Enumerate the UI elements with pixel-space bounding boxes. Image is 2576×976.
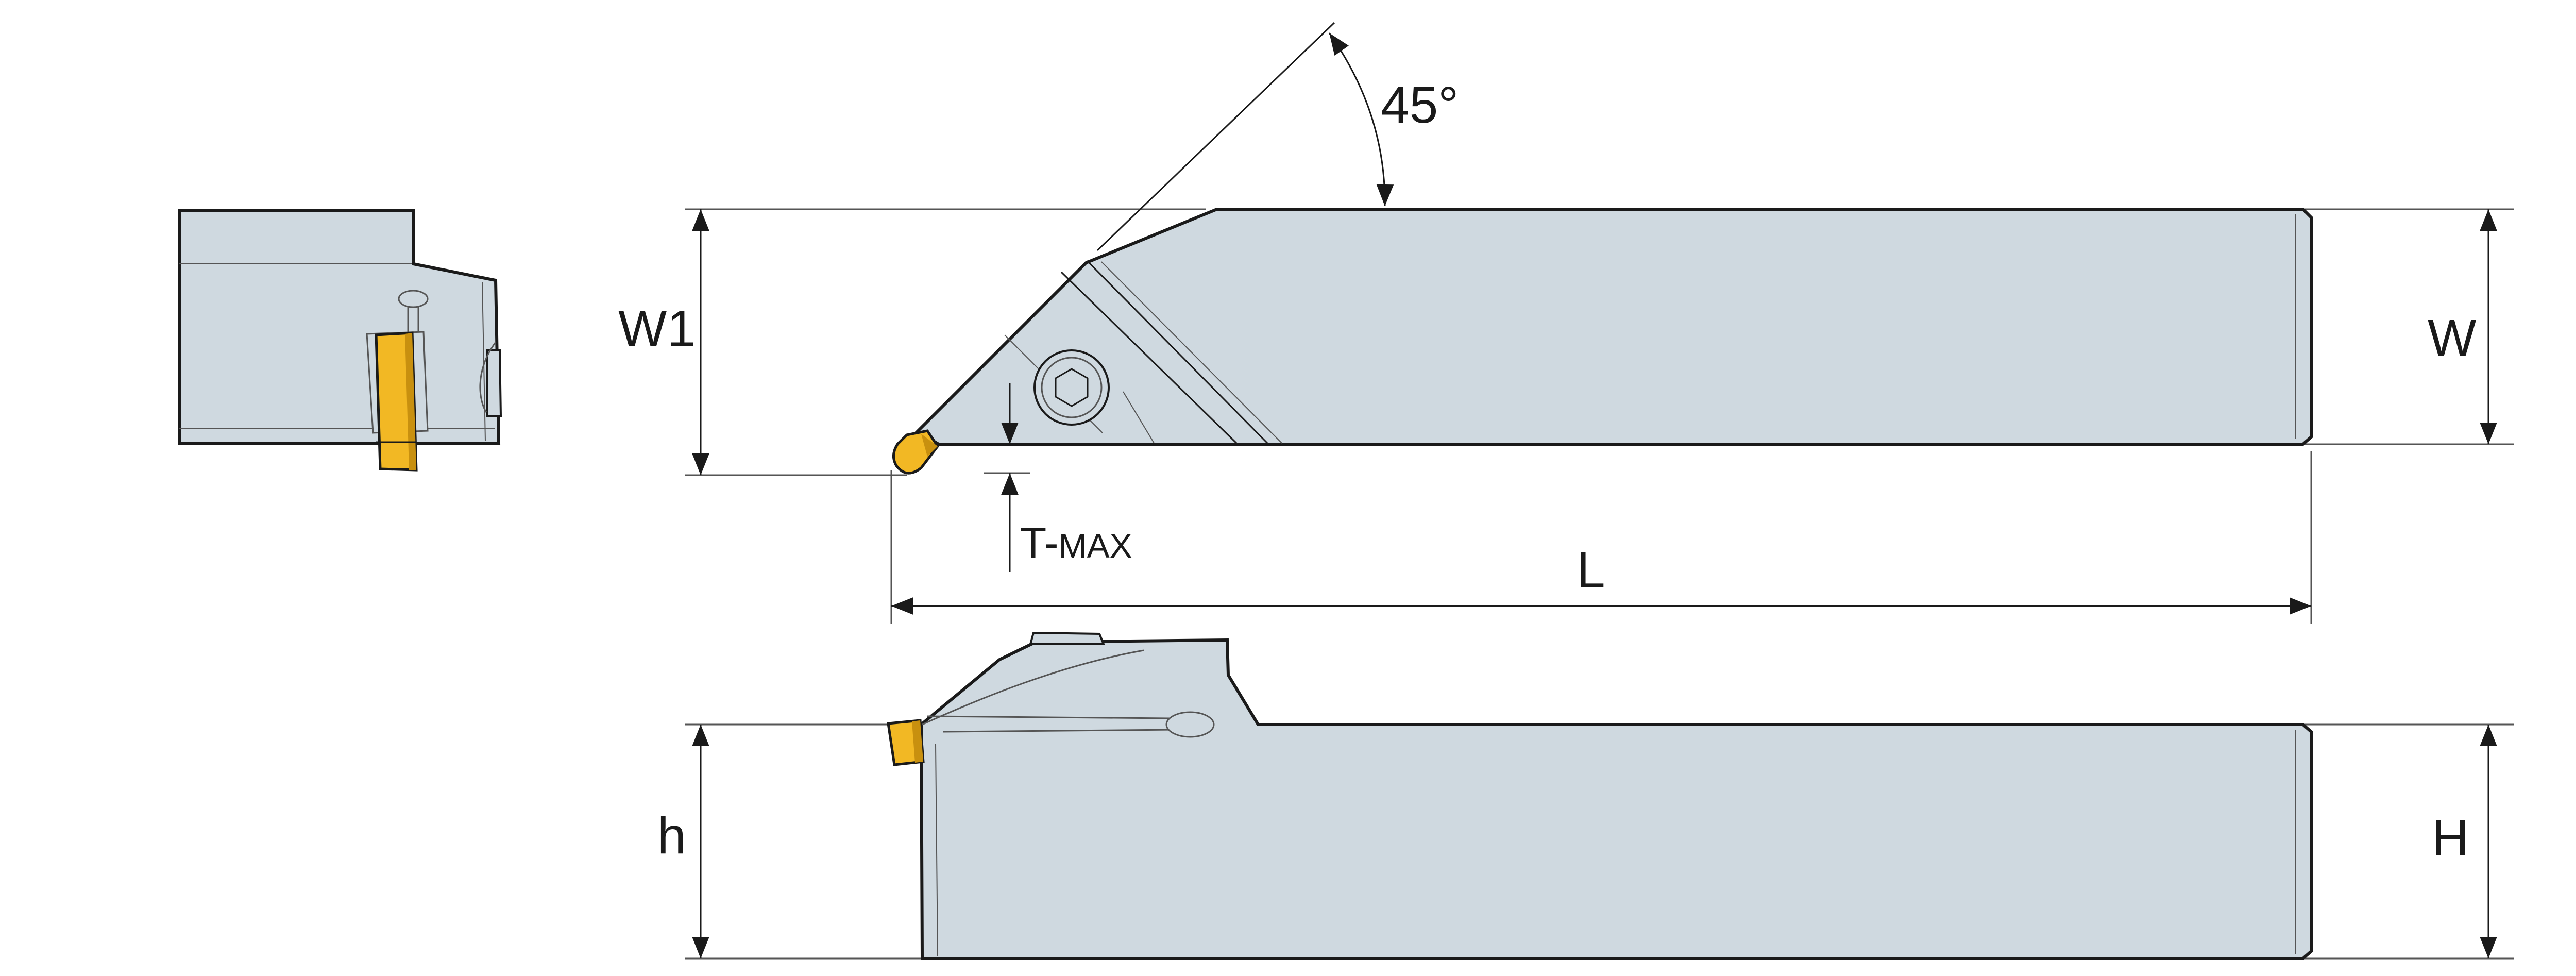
side-view-inner-vertical <box>935 744 938 957</box>
end-view <box>178 209 502 472</box>
top-view-clamp-line-b <box>1086 260 1268 444</box>
end-view-screw-head <box>398 290 429 308</box>
h-upper-label: H <box>2432 809 2469 867</box>
top-view-clamp-line-e <box>1123 391 1155 444</box>
side-view-slot-top <box>927 715 1170 719</box>
w1-label: W1 <box>618 300 696 358</box>
angle-reference-line <box>1096 22 1335 251</box>
t-max-prefix: T- <box>1020 518 1059 567</box>
top-view-body <box>914 208 2313 446</box>
side-view-clamp-bump <box>1029 631 1105 645</box>
top-view-clamp-line-a <box>1060 271 1238 444</box>
w-label: W <box>2428 309 2477 367</box>
side-view-body <box>919 638 2313 960</box>
side-view-screw-head <box>1165 711 1215 738</box>
end-view-body <box>178 209 501 445</box>
side-view-insert-shade <box>912 720 923 763</box>
l-dimension: L <box>890 451 2312 624</box>
side-view-clamp-curve <box>922 649 1144 726</box>
end-view-clamp-curve <box>479 342 497 413</box>
side-view-slot-bottom <box>942 729 1175 733</box>
t-max-suffix: MAX <box>1059 527 1132 565</box>
top-view: 45° W1 W T-MAX <box>618 22 2514 572</box>
h-lower-label: h <box>657 807 686 865</box>
end-view-side-line <box>482 282 486 442</box>
hex-socket-screw-icon <box>1033 349 1110 426</box>
side-view: h H <box>657 631 2514 960</box>
end-view-clamp-slot <box>485 349 502 417</box>
top-view-clamp-line-c <box>1101 261 1282 444</box>
angle-arc <box>1328 32 1394 207</box>
t-max-label: T-MAX <box>1020 518 1132 567</box>
angle-label: 45° <box>1381 76 1459 134</box>
end-view-insert-shade <box>405 333 416 470</box>
l-label: L <box>1577 541 1605 599</box>
cutting-insert-icon <box>892 429 940 475</box>
